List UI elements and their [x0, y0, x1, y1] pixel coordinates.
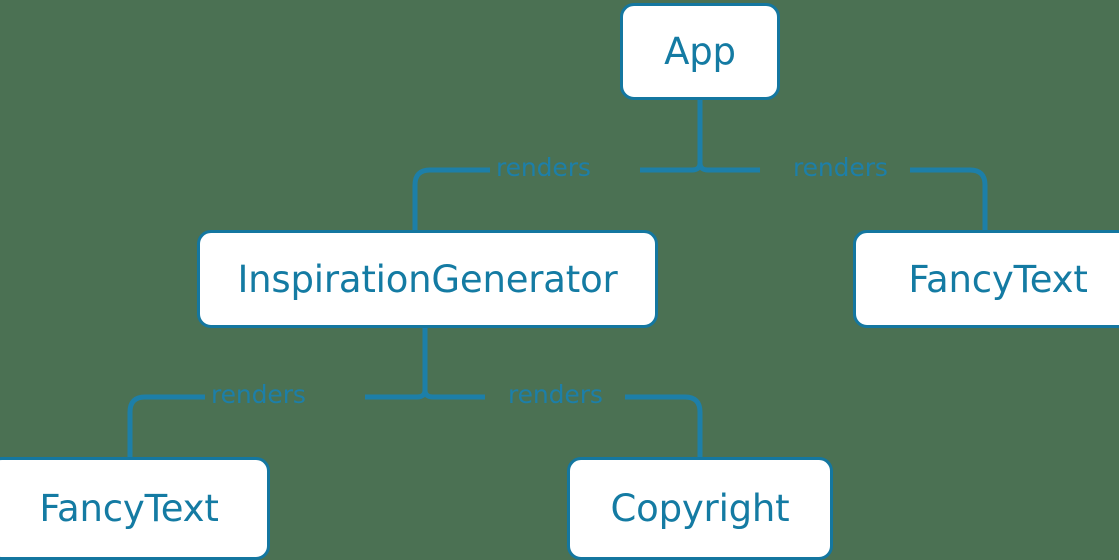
- node-app-label: App: [664, 30, 736, 73]
- node-fancytext-bottom-label: FancyText: [39, 487, 219, 530]
- edge-inspirationgenerator-junction-right: [422, 389, 485, 400]
- edge-inspirationgenerator-to-fancytext-bottom: [127, 394, 205, 457]
- edge-inspirationgenerator-to-copyright: [625, 394, 703, 457]
- edge-app-junction-left: [640, 162, 703, 173]
- node-inspirationgenerator[interactable]: InspirationGenerator: [197, 230, 658, 328]
- edge-label-renders-inspirationgenerator-to-copyright: renders: [508, 380, 603, 409]
- edge-label-renders-app-to-inspirationgenerator: renders: [496, 153, 591, 182]
- edge-app-to-inspirationgenerator: [412, 167, 490, 230]
- node-fancytext-right[interactable]: FancyText: [853, 230, 1119, 328]
- edge-app-junction-right: [697, 162, 760, 173]
- node-fancytext-right-label: FancyText: [908, 257, 1088, 301]
- node-inspirationgenerator-label: InspirationGenerator: [237, 257, 618, 301]
- node-fancytext-bottom[interactable]: FancyText: [0, 457, 270, 560]
- edge-label-renders-inspirationgenerator-to-fancytext: renders: [211, 380, 306, 409]
- edge-app-to-fancytext-right: [910, 167, 988, 230]
- node-app[interactable]: App: [620, 3, 780, 100]
- edge-inspirationgenerator-junction-left: [365, 389, 428, 400]
- edge-label-renders-app-to-fancytext: renders: [793, 153, 888, 182]
- node-copyright[interactable]: Copyright: [567, 457, 833, 560]
- node-copyright-label: Copyright: [610, 487, 790, 530]
